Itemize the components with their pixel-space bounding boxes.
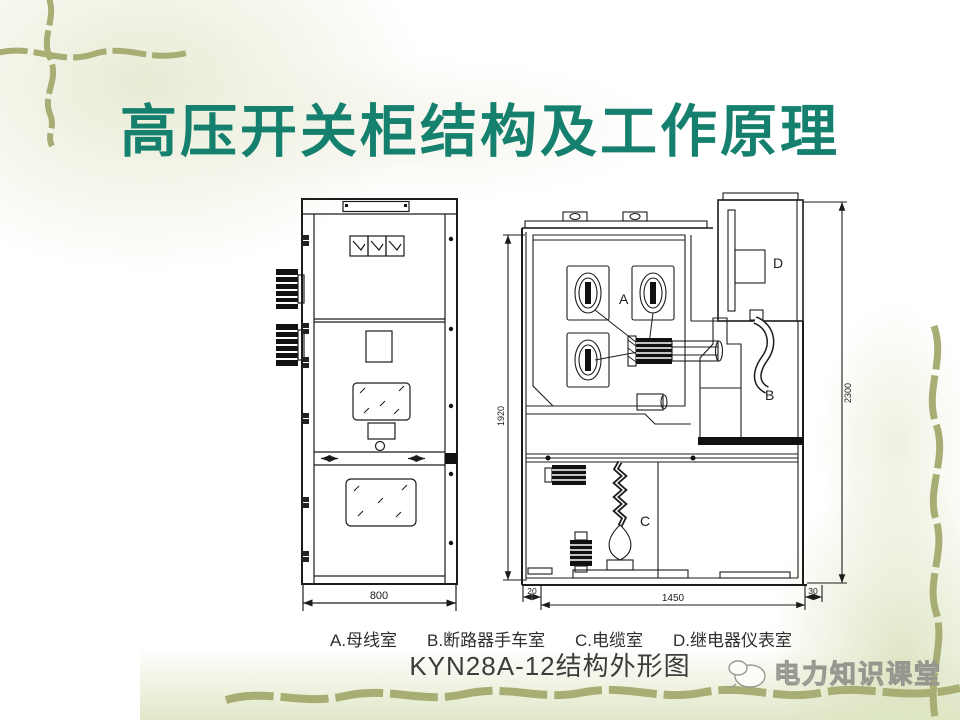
- depth-dimension: 1450: [662, 593, 685, 604]
- watermark: 电力知识课堂: [726, 652, 941, 699]
- legend-item-d: D.继电器仪表室: [672, 631, 792, 650]
- page-title: 高压开关柜结构及工作原理: [120, 101, 840, 164]
- compartment-d-label: D: [773, 255, 783, 271]
- side-view-drawing: A B C D 1920 2300 1450 20 30: [495, 188, 865, 628]
- side-view-svg: A B C D 1920 2300 1450 20 30: [496, 192, 853, 610]
- front-view-drawing: 800: [268, 191, 468, 628]
- total-height-dimension: 2300: [843, 383, 853, 403]
- front-view-svg: 800: [276, 198, 458, 611]
- inner-height-dimension: 1920: [496, 406, 506, 426]
- cloud-logo-icon: [728, 660, 766, 688]
- compartment-b-label: B: [765, 387, 774, 403]
- watermark-svg: 电力知识课堂: [728, 659, 941, 690]
- watermark-text: 电力知识课堂: [774, 659, 941, 689]
- legend-item-a: A.母线室: [330, 631, 398, 650]
- front-gap-dimension: 20: [527, 586, 537, 596]
- compartment-legend: A.母线室 B.断路器手车室 C.电缆室 D.继电器仪表室: [330, 626, 792, 651]
- legend-item-b: B.断路器手车室: [427, 631, 546, 650]
- compartment-c-label: C: [640, 513, 650, 529]
- rear-gap-dimension: 30: [808, 586, 818, 596]
- legend-item-c: C.电缆室: [575, 631, 644, 650]
- front-width-dimension: 800: [370, 590, 388, 602]
- compartment-a-label: A: [619, 291, 629, 307]
